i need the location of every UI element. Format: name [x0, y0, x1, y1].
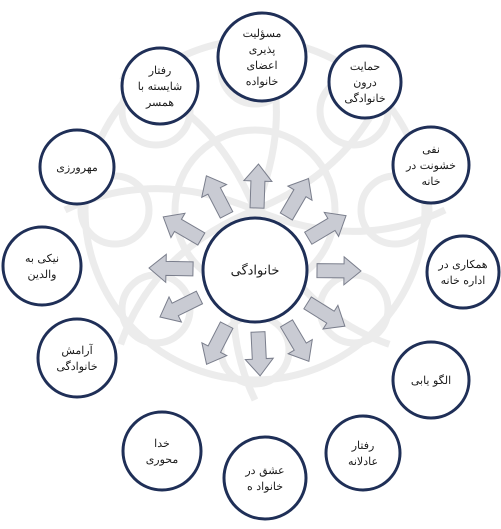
node-label-line: پذیری — [249, 43, 276, 56]
node-label-line: خانه — [421, 175, 440, 188]
arrow-to-n3 — [303, 211, 347, 245]
node-label-line: حمایت — [350, 60, 380, 73]
node-circle — [425, 234, 501, 310]
node-label-line: نیکی به — [25, 252, 59, 265]
circle-node-n5: الگو یابی — [391, 340, 471, 420]
node-label-line: مهرورزی — [56, 161, 98, 174]
node-circle — [121, 410, 203, 492]
node-circle — [391, 340, 471, 420]
circle-node-n11: مهرورزی — [38, 128, 116, 206]
arrow-to-n10 — [148, 253, 194, 284]
arrow-to-n4 — [316, 255, 362, 286]
circle-node-n12: رفتار شایسته با همسر — [120, 46, 200, 126]
circle-node-n1: مسؤلیت پذیری اعضای خانواده — [216, 11, 308, 103]
arrow-to-n6 — [279, 319, 313, 362]
node-label-line: خانوادگی — [56, 360, 97, 373]
node-label-line: همکاری در — [437, 258, 487, 271]
arrow-to-n1 — [242, 163, 273, 209]
circle-node-n6: رفتار عادلانه — [324, 414, 402, 492]
node-label-line: عادلانه — [348, 455, 378, 468]
arrows — [148, 163, 362, 377]
node-label-line: الگو یابی — [411, 374, 451, 387]
node-label-line: نفی — [422, 143, 440, 156]
circle-node-n4: همکاری در اداره خانه — [425, 234, 501, 310]
node-label-line: خانوادگی — [344, 92, 385, 105]
arrow-to-n9 — [159, 290, 204, 323]
node-label-line: مسؤلیت — [243, 27, 282, 40]
node-label-line: درون — [353, 76, 377, 89]
node-label-line: عشق در — [244, 464, 284, 477]
node-circle — [120, 46, 200, 126]
node-label-line: خانواد ه — [247, 480, 283, 493]
circle-node-n7: عشق در خانواد ه — [222, 435, 308, 521]
circle-node-n2: حمایت درون خانوادگی — [327, 44, 403, 120]
node-circle — [216, 11, 308, 103]
node-label-line: اعضای — [246, 59, 277, 72]
circle-node-n8: خدا محوری — [121, 410, 203, 492]
node-label-line: شایسته با — [138, 80, 183, 93]
circle-node-n3: نفی خشونت در خانه — [391, 125, 471, 205]
node-label-line: خشونت در — [405, 159, 456, 172]
circle-node-n10: نیکی به والدین — [1, 225, 83, 307]
arrow-to-n12 — [201, 175, 234, 219]
node-label-line: محوری — [146, 453, 179, 466]
arrow-to-n5 — [303, 296, 346, 330]
circle-node-center: خانوادگی — [201, 216, 309, 324]
arrow-to-n7 — [244, 331, 275, 377]
node-circle — [324, 414, 402, 492]
node-label-line: خانواده — [246, 75, 279, 88]
node-label-line: رفتار — [148, 64, 172, 77]
node-label-line: اداره خانه — [441, 274, 486, 287]
node-circle — [222, 435, 308, 521]
node-label-line: خدا — [154, 437, 170, 450]
node-label-line: همسر — [145, 96, 174, 109]
node-circle — [1, 225, 83, 307]
node-label-line: آرامش — [61, 344, 93, 357]
node-label-line: رفتار — [351, 439, 375, 452]
node-label-line: والدین — [28, 268, 57, 281]
node-circle — [36, 317, 118, 399]
node-circle — [391, 125, 471, 205]
arrow-to-n2 — [279, 177, 313, 221]
arrow-to-n8 — [201, 321, 234, 365]
node-circle — [201, 216, 309, 324]
arrow-to-n11 — [162, 212, 206, 246]
circle-node-n9: آرامش خانوادگی — [36, 317, 118, 399]
node-label-line: خانوادگی — [231, 263, 280, 279]
node-circle — [38, 128, 116, 206]
node-circle — [327, 44, 403, 120]
